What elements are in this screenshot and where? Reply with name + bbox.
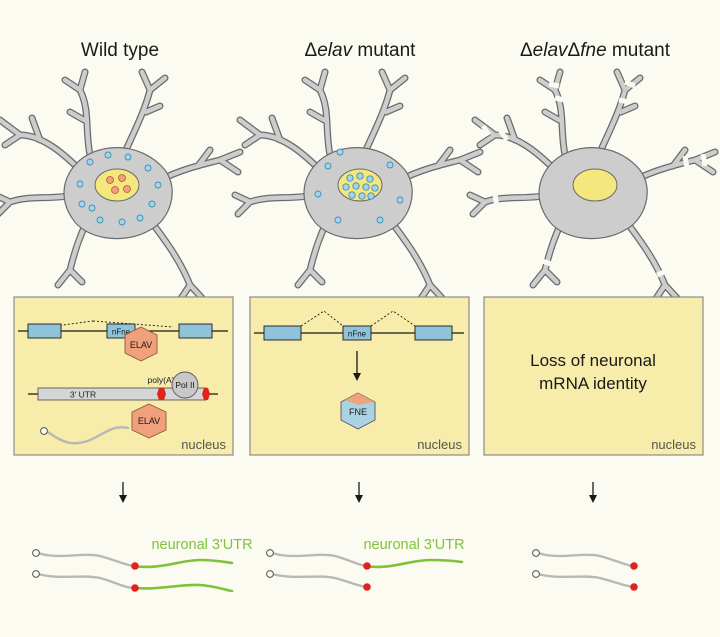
arrow-down-icon: [119, 482, 127, 503]
nucleus: [572, 168, 618, 202]
gene-model: nFne: [253, 310, 465, 341]
pol2-label: Pol II: [175, 380, 194, 390]
title-mutant-word: mutant: [352, 40, 416, 61]
utr-label: 3' UTR: [70, 390, 96, 400]
neuronal-utr-label: neuronal 3'UTR: [363, 537, 464, 553]
exon-left: [263, 325, 302, 341]
elav-protein-2: [131, 403, 167, 439]
nucleus: [94, 168, 140, 202]
nuclear-fne-granules: [342, 172, 379, 200]
transcripts-delav: neuronal 3'UTR: [266, 537, 465, 591]
dendrite-breaks: [480, 79, 708, 278]
polya-site-marker: [157, 388, 166, 400]
exon-label: nFne: [348, 330, 367, 339]
exon-right: [178, 323, 213, 339]
title-wild-type-text: Wild type: [80, 40, 160, 61]
loss-message-line1: Loss of neuronal: [530, 351, 656, 370]
title-delta-symbol-2: Δ: [567, 40, 581, 61]
transcription-complex: 3' UTR poly(A) Pol II ELAV: [28, 371, 218, 445]
exon-left: [27, 323, 62, 339]
compartment-label: nucleus: [181, 437, 226, 452]
transcript-mrna: [32, 570, 234, 593]
title-mutant-word: mutant: [606, 40, 671, 61]
title-gene-elav: elav: [317, 40, 353, 61]
cytoplasmic-granules: [76, 151, 162, 226]
gene-model: nFne ELAV: [17, 320, 229, 362]
exon-right: [414, 325, 453, 341]
elav-label: ELAV: [130, 340, 152, 350]
elav-granules: [106, 174, 131, 194]
title-delta-symbol: Δ: [304, 40, 318, 61]
exon-nfne: [342, 325, 372, 341]
loss-message-line2: mRNA identity: [539, 374, 647, 393]
exon-label: nFne: [112, 328, 131, 337]
arrow-down-icon: [353, 351, 361, 381]
nucleus-box-wild-type: nFne ELAV 3' UTR poly(A) Pol II ELAV nuc…: [13, 296, 234, 456]
termination-marker: [202, 388, 210, 400]
neuron-delav-dfne: [470, 72, 715, 300]
cytoplasmic-granules: [314, 148, 404, 224]
nucleus-box-delav: nFne FNE nucleus: [249, 296, 470, 456]
arrow-down-icon: [589, 482, 597, 503]
transcript-mrna: [266, 570, 371, 591]
transcripts-delav-dfne: [532, 549, 638, 591]
nascent-rna: [44, 426, 130, 445]
neuronal-utr-label: neuronal 3'UTR: [151, 537, 252, 553]
title-wild-type: Wild type: [0, 40, 240, 62]
elav-label-2: ELAV: [138, 416, 160, 426]
compartment-label: nucleus: [417, 437, 462, 452]
nucleus-box-delav-dfne: Loss of neuronal mRNA identity nucleus: [483, 296, 704, 456]
title-gene-fne: fne: [580, 40, 607, 61]
rna-5prime-cap: [40, 427, 48, 435]
elav-protein: [124, 326, 158, 362]
polya-label: poly(A): [148, 375, 175, 385]
transcript-mrna: [532, 549, 638, 570]
title-delav-mutant: Δelav mutant: [240, 40, 480, 62]
pol2-complex: [171, 371, 199, 399]
transcript-mrna: [266, 549, 464, 570]
transcripts-wild-type: neuronal 3'UTR: [32, 537, 253, 593]
fne-label: FNE: [349, 407, 367, 417]
title-delta-symbol: Δ: [519, 40, 533, 61]
neuron-delav: [235, 72, 480, 300]
compartment-label: nucleus: [651, 437, 696, 452]
transcript-mrna: [532, 570, 638, 591]
fne-protein: FNE: [340, 392, 376, 430]
arrow-down-icon: [355, 482, 363, 503]
neuron-wild-type: [0, 72, 240, 300]
title-delav-dfne-mutant: ΔelavΔfne mutant: [475, 40, 715, 62]
transcript-mrna: [32, 549, 234, 570]
title-gene-elav: elav: [532, 40, 568, 61]
